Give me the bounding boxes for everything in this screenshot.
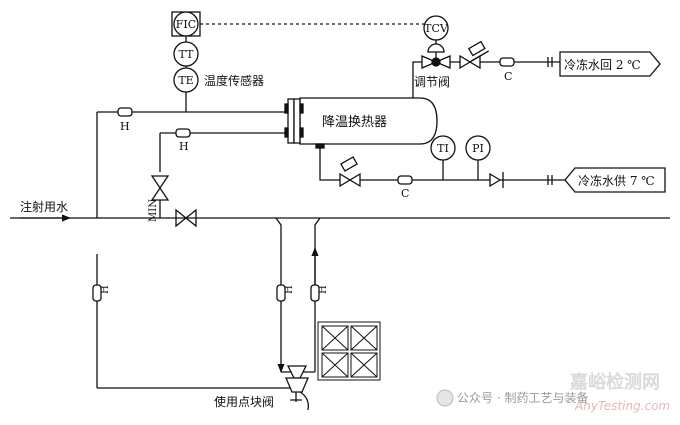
supply-angle-valve bbox=[339, 156, 361, 188]
watermark-site-en: AnyTesting.com bbox=[574, 399, 670, 413]
heat-exchanger bbox=[284, 97, 438, 145]
h-marker-5 bbox=[310, 284, 320, 302]
c-label-lower: C bbox=[401, 187, 409, 200]
c-label-upper: C bbox=[504, 70, 512, 83]
return-strainer bbox=[499, 57, 515, 67]
supply-check-valve bbox=[489, 172, 504, 188]
pi-instrument bbox=[465, 135, 491, 161]
h-label-3: H bbox=[100, 285, 111, 294]
chilled-supply-label: 冷冻水供 7 ℃ bbox=[578, 173, 655, 188]
supply-strainer bbox=[397, 175, 413, 185]
h-marker-3 bbox=[92, 284, 102, 302]
ti-label: TI bbox=[437, 142, 449, 155]
h-marker-2 bbox=[175, 128, 191, 138]
fic-label: FIC bbox=[176, 18, 196, 31]
h-label-4: H bbox=[284, 285, 295, 294]
use-point-down-leg bbox=[275, 217, 285, 373]
te-label: TE bbox=[178, 74, 193, 87]
h-label-5: H bbox=[318, 285, 329, 294]
tcv-label: TCV bbox=[424, 22, 449, 35]
use-point-up-leg bbox=[314, 217, 321, 372]
watermark-account: 公众号 · 制药工艺与装备 bbox=[457, 391, 588, 405]
chilled-supply-line bbox=[319, 144, 565, 181]
return-angle-valve bbox=[467, 40, 489, 62]
pi-label: PI bbox=[472, 142, 484, 155]
tcv-actuator bbox=[427, 43, 445, 53]
te-instrument bbox=[173, 67, 199, 93]
heat-exchanger-label: 降温换热器 bbox=[322, 115, 387, 130]
watermark: 公众号 · 制药工艺与装备 嘉峪检测网 AnyTesting.com bbox=[436, 371, 670, 413]
watermark-site-cn: 嘉峪检测网 bbox=[569, 371, 660, 393]
h-marker-4 bbox=[276, 284, 286, 302]
chilled-supply-tag bbox=[564, 167, 666, 193]
chilled-return-label: 冷冻水回 2 ℃ bbox=[564, 57, 641, 72]
min-vertical-check-valve bbox=[150, 175, 170, 201]
h-marker-1 bbox=[117, 107, 133, 117]
wfi-label: 注射用水 bbox=[20, 199, 68, 214]
equipment-grid bbox=[317, 321, 381, 381]
min-label: MIN bbox=[148, 199, 159, 222]
use-point-valve-label: 使用点块阀 bbox=[214, 394, 274, 409]
wechat-icon bbox=[436, 389, 454, 407]
temp-sensor-label: 温度传感器 bbox=[204, 73, 264, 88]
chilled-return-tag bbox=[559, 51, 661, 77]
min-check-valve bbox=[175, 208, 197, 228]
control-valve-label: 调节阀 bbox=[414, 75, 450, 89]
fic-instrument bbox=[171, 11, 201, 37]
h-label-1: H bbox=[120, 120, 130, 133]
chilled-return-line bbox=[412, 61, 422, 98]
tt-label: TT bbox=[179, 48, 195, 61]
use-point-block-valve bbox=[285, 365, 309, 411]
tcv-valve-body bbox=[421, 55, 451, 69]
ti-instrument bbox=[430, 135, 456, 161]
h-label-2: H bbox=[179, 140, 189, 153]
